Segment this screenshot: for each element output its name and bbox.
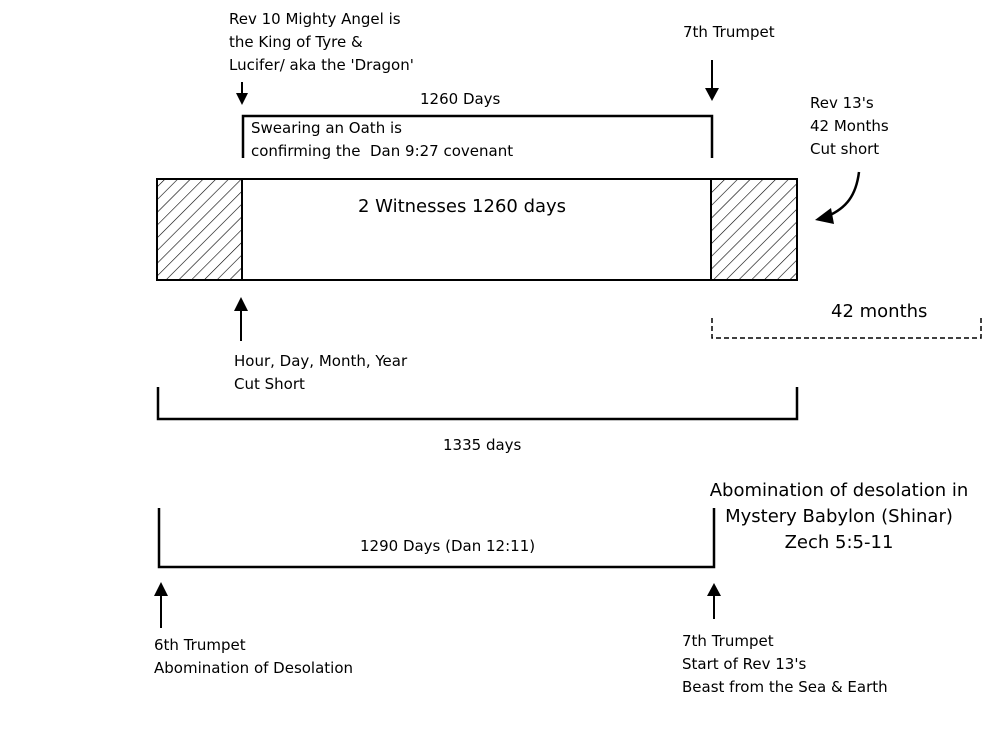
bracket-42-months: [711, 318, 982, 339]
two-witnesses-bar: [156, 178, 798, 281]
curved-arrow-rev13: [815, 171, 861, 224]
bracket-1260-days: [241, 114, 714, 158]
hatched-region-left: [156, 178, 243, 281]
bracket-1290-days: [157, 508, 716, 569]
label-rev13-cut-short: Rev 13's 42 Months Cut short: [810, 92, 889, 161]
label-oath-line1: Swearing an Oath is: [251, 119, 402, 137]
label-sixth-trumpet-line1: 6th Trumpet: [154, 636, 246, 654]
label-cut-short: Hour, Day, Month, Year Cut Short: [234, 350, 407, 396]
label-rev13-line1: Rev 13's: [810, 94, 874, 112]
hatched-region-right: [710, 178, 798, 281]
label-mighty-angel: Rev 10 Mighty Angel is the King of Tyre …: [229, 8, 414, 77]
label-two-witnesses: 2 Witnesses 1260 days: [358, 196, 567, 217]
label-mighty-angel-line2: the King of Tyre &: [229, 33, 363, 51]
label-mighty-angel-line3: Lucifer/ aka the 'Dragon': [229, 56, 414, 74]
label-mighty-angel-line1: Rev 10 Mighty Angel is: [229, 10, 401, 28]
label-42-months: 42 months: [831, 301, 928, 322]
label-seventh-trumpet-bottom-line2: Start of Rev 13's: [682, 655, 807, 673]
label-abomination-line2: Mystery Babylon (Shinar): [725, 506, 953, 527]
label-abomination-line1: Abomination of desolation in: [709, 480, 969, 501]
label-seventh-trumpet-bottom-line1: 7th Trumpet: [682, 632, 774, 650]
up-arrow-cut-short: [234, 297, 248, 341]
label-rev13-line2: 42 Months: [810, 117, 889, 135]
label-abomination-babylon: Abomination of desolation in Mystery Bab…: [704, 478, 974, 556]
down-arrow-seventh-trumpet: [705, 60, 719, 101]
label-cut-short-line1: Hour, Day, Month, Year: [234, 352, 408, 370]
up-arrow-sixth-trumpet: [154, 582, 168, 628]
down-arrow-mighty-angel: [236, 82, 248, 105]
label-rev13-line3: Cut short: [810, 140, 880, 158]
bracket-1335-days: [156, 387, 799, 421]
label-oath: Swearing an Oath is confirming the Dan 9…: [251, 117, 513, 163]
up-arrow-seventh-trumpet: [707, 583, 721, 619]
label-1290-days: 1290 Days (Dan 12:11): [360, 537, 536, 555]
label-abomination-line3: Zech 5:5-11: [784, 532, 894, 553]
label-oath-line2: confirming the Dan 9:27 covenant: [251, 142, 514, 160]
label-1335-days: 1335 days: [443, 436, 522, 454]
label-seventh-trumpet-bottom-line3: Beast from the Sea & Earth: [682, 678, 888, 696]
label-cut-short-line2: Cut Short: [234, 375, 305, 393]
label-seventh-trumpet-bottom: 7th Trumpet Start of Rev 13's Beast from…: [682, 630, 888, 699]
label-sixth-trumpet: 6th Trumpet Abomination of Desolation: [154, 634, 353, 680]
label-1260-days: 1260 Days: [420, 90, 501, 108]
label-sixth-trumpet-line2: Abomination of Desolation: [154, 659, 354, 677]
label-seventh-trumpet-top: 7th Trumpet: [683, 23, 775, 41]
